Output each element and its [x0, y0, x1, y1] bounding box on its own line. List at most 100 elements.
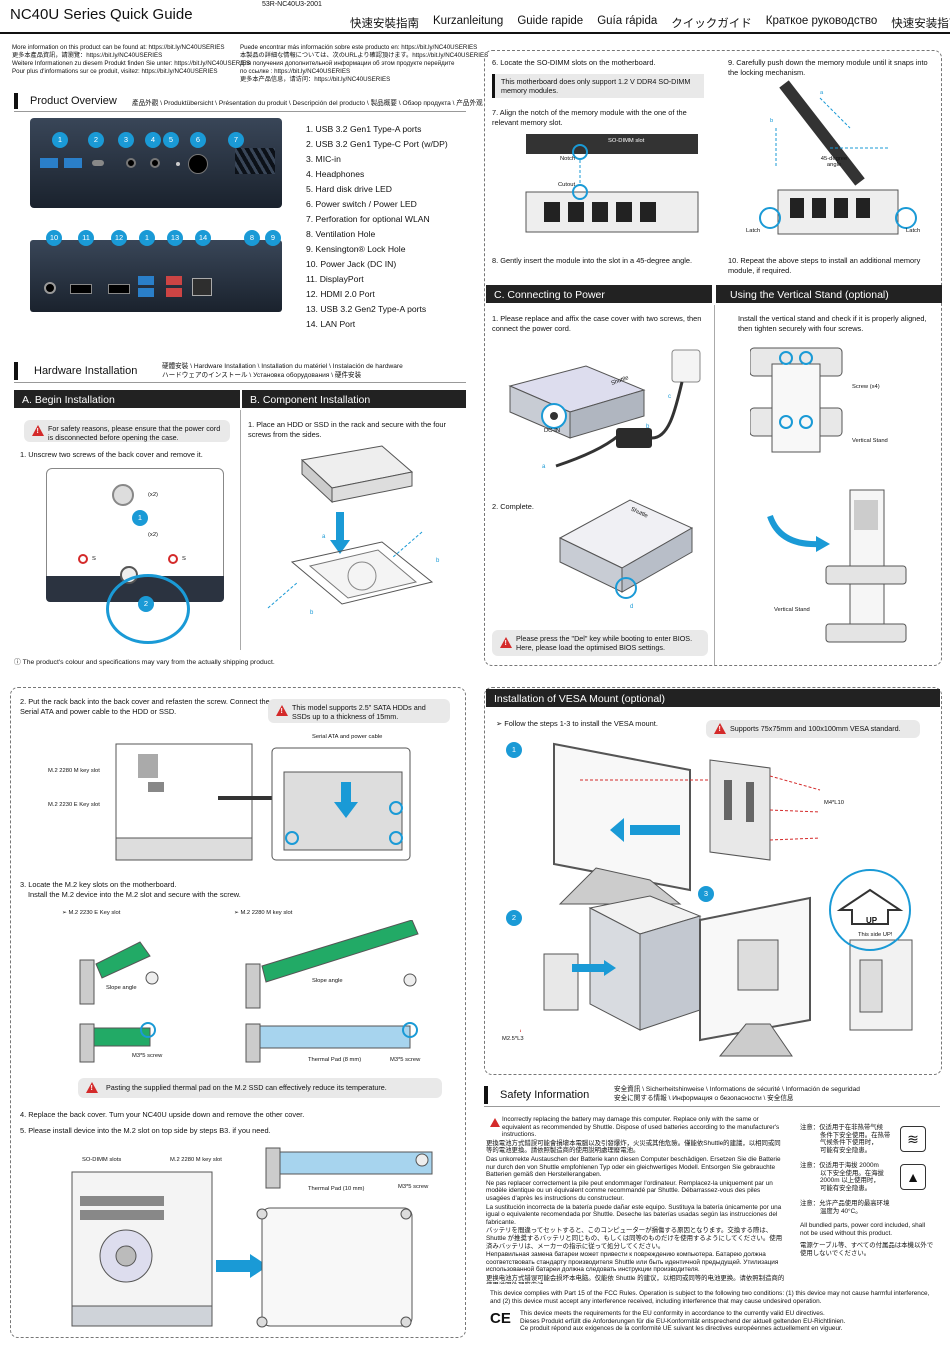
callout-front: 4 — [145, 132, 161, 148]
safety-text: Das unkorrekte Austauschen der Batterie … — [486, 1155, 781, 1179]
label-latch: Latch — [746, 228, 761, 234]
warning-thermal-pad: Pasting the supplied thermal pad on the … — [78, 1078, 442, 1098]
usb-port — [64, 158, 82, 168]
label-thermal-pad-10: Thermal Pad (10 mm) — [308, 1186, 365, 1192]
usb-port — [40, 158, 58, 168]
callout-back: 10 — [46, 230, 62, 246]
note-line: 可能有安全隐患。 — [820, 1184, 872, 1192]
port-item: 7. Perforation for optional WLAN — [306, 214, 430, 224]
callout-front: 7 — [228, 132, 244, 148]
divider — [240, 410, 241, 650]
port-item: 1. USB 3.2 Gen1 Type-A ports — [306, 124, 422, 134]
note-line: 条件下安全使用。在热带 — [820, 1131, 891, 1139]
illustration-stand-complete — [767, 489, 907, 643]
note-line: 2000m 以上使用时， — [820, 1177, 880, 1185]
disclaimer-text: The product's colour and specifications … — [22, 659, 275, 666]
port-item: 5. Hard disk drive LED — [306, 184, 392, 194]
info-line: 更多本产品信息，请访问：https://bit.ly/NC40USERIES — [240, 76, 391, 83]
illustration-power-connect: b c a — [508, 349, 701, 470]
info-line: Weitere Informationen zu diesem Produkt … — [12, 60, 251, 67]
wlan-perforation — [235, 148, 275, 174]
lang-title: 快速安裝指南 — [350, 18, 419, 30]
label-m-key-header: ➢ M.2 2280 M key slot — [234, 910, 293, 916]
hdd-led — [176, 162, 180, 166]
section-marker — [14, 93, 18, 109]
port-item: 4. Headphones — [306, 169, 365, 179]
illustration-top-side — [71, 1147, 433, 1328]
usb-gen2-port — [166, 288, 182, 297]
warning-text: Please press the "Del" key while booting… — [516, 634, 693, 652]
info-line: Puede encontrar más información sobre es… — [240, 44, 478, 51]
callout-back: 1 — [139, 230, 155, 246]
info-line: More information on this product can be … — [12, 44, 225, 51]
safety-text: La sustitución incorrecta de la batería … — [486, 1203, 782, 1226]
warning-text: This model supports 2.5" SATA HDDs and S… — [292, 703, 426, 721]
port-item: 3. MIC-in — [306, 154, 341, 164]
section-marker — [484, 1086, 488, 1104]
callout-front: 5 — [163, 132, 179, 148]
label-this-side-up: This side UP! — [858, 932, 893, 938]
callout-front: 3 — [118, 132, 134, 148]
illustration-stand-screws — [750, 347, 843, 453]
tropical-climate-icon: ≋ — [900, 1126, 926, 1152]
label-up: UP — [866, 916, 878, 925]
label-m3-screw: M3*5 screw — [398, 1184, 429, 1190]
section-c-header: C. Connecting to Power — [486, 285, 712, 303]
safety-paragraphs: Incorrectly replacing the battery may da… — [486, 1116, 786, 1284]
panel-right-top — [484, 50, 942, 666]
label-slope-angle: Slope angle — [312, 978, 343, 984]
subtitle-line: ハードウェアのインストール \ Установка оборудования \… — [162, 372, 362, 379]
port-item: 10. Power Jack (DC IN) — [306, 259, 397, 269]
lang-title: Kurzanleitung — [433, 15, 504, 27]
callout-back: 11 — [78, 230, 94, 246]
callout-back: 13 — [167, 230, 183, 246]
label-sata-cable: Serial ATA and power cable — [312, 734, 383, 740]
overview-subtitle: 產品外觀 \ Produktübersicht \ Présentation d… — [132, 100, 483, 107]
power-step-1: 1. Please replace and affix the case cov… — [492, 314, 702, 333]
step-a1: 1. Unscrew two screws of the back cover … — [20, 450, 203, 459]
note-bundled-jp: 電源ケーブル等、すべての付属品は本機以外で使用しないでください。 — [800, 1242, 934, 1257]
safety-text: 更換電池方式錯誤可能會損壞本電腦以及引發爆炸，火災或其他危險。僅能依Shuttl… — [486, 1139, 781, 1155]
svg-text:b: b — [646, 424, 650, 430]
info-line: Для получения дополнительной информации … — [240, 60, 455, 67]
step-circle-2: 2 — [138, 596, 154, 612]
warning-icon — [500, 637, 512, 648]
label-latch: Latch — [906, 228, 921, 234]
ce-line: Dieses Produkt erfüllt die Anforderungen… — [520, 1317, 846, 1325]
lan-port — [192, 278, 212, 296]
port-item: 6. Power switch / Power LED — [306, 199, 417, 209]
note-line: 注意：仅适用于在非热带气候 — [800, 1124, 884, 1131]
warning-icon — [714, 723, 726, 734]
safety-subtitle: 安全資訊 \ Sicherheitshinweise \ Information… — [614, 1085, 860, 1103]
usb-port — [138, 288, 154, 297]
label-a: a — [820, 90, 824, 96]
divider — [484, 1106, 940, 1107]
warning-icon — [276, 705, 288, 716]
illustration-mainboard-hdd — [115, 743, 411, 861]
mic-jack — [126, 158, 136, 168]
callout-front: 1 — [52, 132, 68, 148]
screw-icon — [112, 484, 134, 506]
safety-text: Incorrectly replacing the battery may da… — [502, 1116, 780, 1139]
warning-bios: Please press the "Del" key while booting… — [492, 630, 708, 656]
illustration-sodimm-push — [759, 80, 917, 235]
subtitle-line: 硬體安裝 \ Hardware Installation \ Installat… — [162, 363, 403, 370]
lang-title: Краткое руководство — [765, 15, 878, 27]
callout-front: 2 — [88, 132, 104, 148]
safety-text: 更换电池方式错误可能会损坏本电脑。仅能依 Shuttle 的建议，以相同或同等的… — [486, 1274, 785, 1284]
panel-right-vesa — [484, 687, 942, 1075]
note-line: 可能有安全隐患。 — [820, 1146, 872, 1154]
warning-icon — [490, 1118, 500, 1127]
ce-statement: This device meets the requirements for t… — [520, 1310, 845, 1333]
info-line: по ссылке : https://bit.ly/NC40USERIES — [240, 68, 351, 75]
device-front-image — [30, 118, 282, 208]
stand-text: Install the vertical stand and check if … — [738, 314, 927, 333]
warning-text: Pasting the supplied thermal pad on the … — [106, 1083, 387, 1092]
ce-line: Ce produit répond aux exigences de la co… — [520, 1325, 843, 1333]
step-line: 3. Locate the M.2 key slots on the mothe… — [20, 880, 177, 889]
step-10: 10. Repeat the above steps to install an… — [728, 256, 921, 275]
label-sodimm-slots: SO-DIMM slots — [82, 1157, 122, 1163]
label-m25-screw: M2.5*L3 — [502, 1036, 524, 1042]
vesa-step: ➢ Follow the steps 1-3 to install the VE… — [496, 719, 658, 728]
lang-title: Guide rapide — [517, 15, 584, 27]
